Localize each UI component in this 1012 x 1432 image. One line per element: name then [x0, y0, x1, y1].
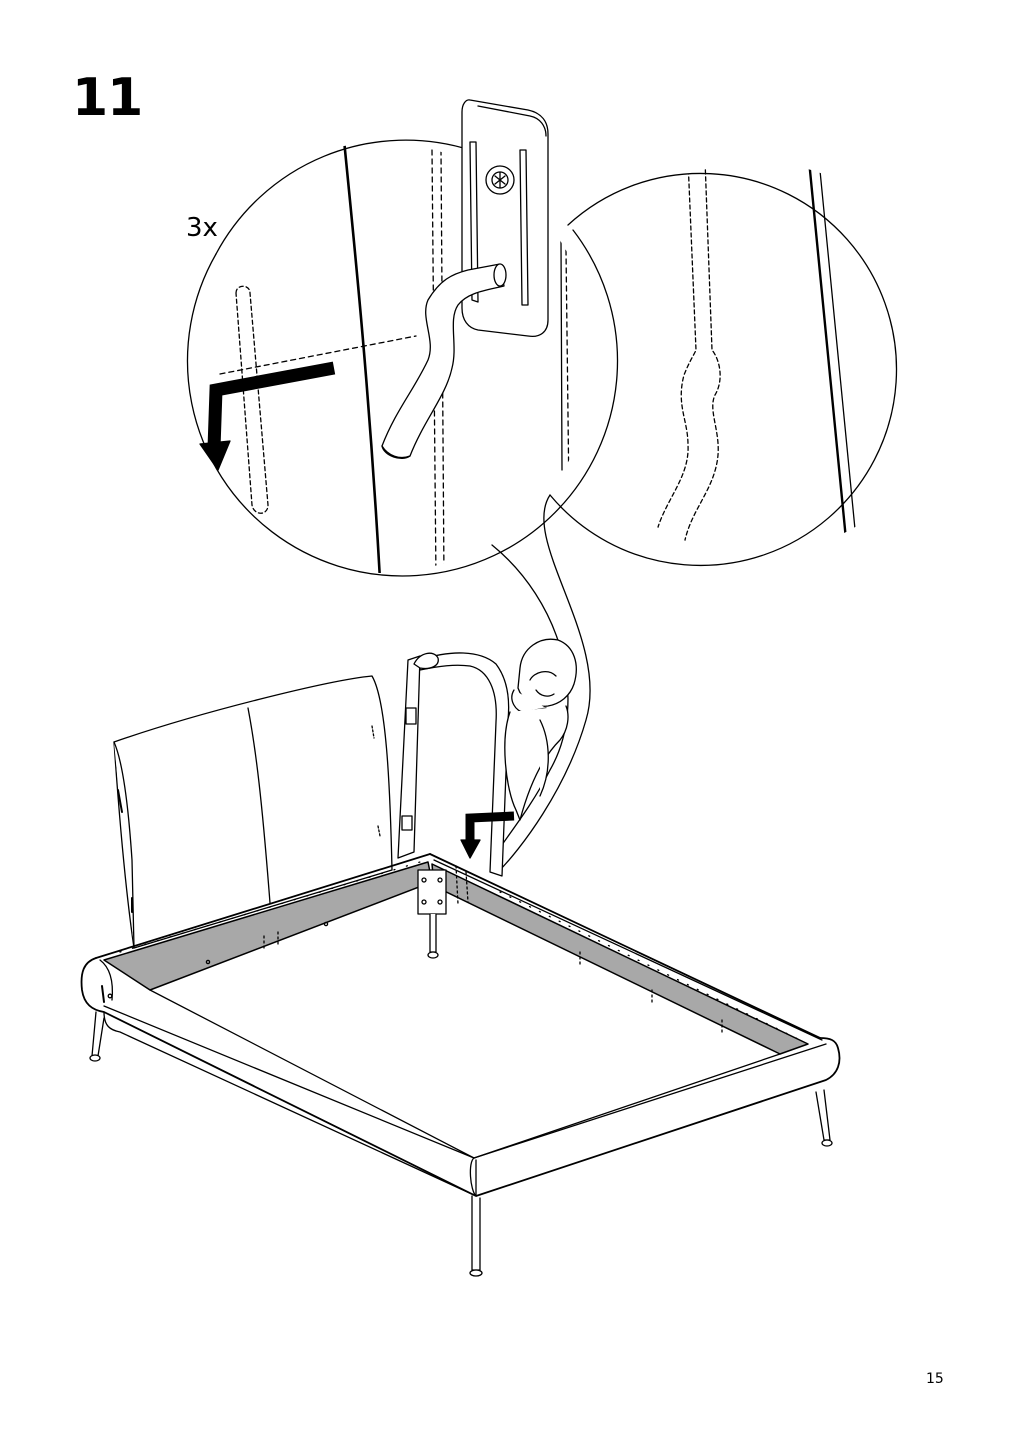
detail-circle-right	[491, 162, 898, 873]
down-arrow-icon	[199, 440, 231, 471]
bed-legs	[89, 913, 833, 1277]
page-number: 15	[926, 1371, 944, 1387]
detail-circle-left	[186, 139, 619, 577]
step-number: 11	[72, 68, 143, 128]
quantity-label: 3x	[186, 213, 218, 243]
hook-bracket	[381, 99, 549, 460]
headboard-panel	[397, 652, 510, 877]
down-arrow-icon	[460, 839, 481, 859]
headboard-left	[113, 675, 393, 949]
person-figure	[504, 638, 577, 821]
bed-frame	[80, 853, 841, 1197]
